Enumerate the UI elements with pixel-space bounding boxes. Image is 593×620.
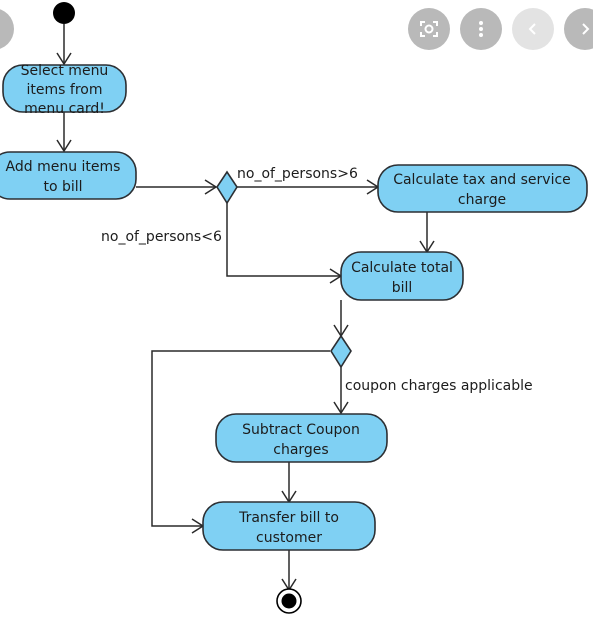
action-add-menu-items: Add menu items to bill <box>0 151 137 200</box>
more-options-button[interactable] <box>460 8 502 50</box>
chevron-left-icon <box>528 23 536 35</box>
chevron-right-icon <box>582 23 590 35</box>
node-line: Calculate total <box>351 260 453 276</box>
node-line: Select menu <box>21 63 109 79</box>
guard-coupon: coupon charges applicable <box>345 378 533 394</box>
action-calculate-total: Calculate total bill <box>340 251 464 301</box>
action-calculate-tax: Calculate tax and service charge <box>377 164 588 213</box>
next-button[interactable] <box>564 8 593 50</box>
action-select-menu-items: Select menu items from menu card! <box>2 63 127 117</box>
final-node <box>276 588 302 614</box>
side-button[interactable] <box>0 8 14 50</box>
action-subtract-coupon: Subtract Coupon charges <box>215 413 388 463</box>
node-line: charges <box>273 442 328 458</box>
decision-coupon <box>330 334 352 369</box>
action-transfer-bill: Transfer bill to customer <box>202 501 376 551</box>
node-line: bill <box>392 280 413 296</box>
lens-icon <box>420 21 438 37</box>
node-line: customer <box>256 530 322 546</box>
node-line: Transfer bill to <box>238 510 339 526</box>
node-line: Add menu items <box>6 159 121 175</box>
node-line: Subtract Coupon <box>242 422 360 438</box>
node-line: to bill <box>43 179 82 195</box>
guard-persons-less: no_of_persons<6 <box>101 229 222 245</box>
guard-persons-more: no_of_persons>6 <box>237 166 358 182</box>
more-vertical-icon <box>479 21 483 37</box>
decision-persons <box>216 170 238 205</box>
node-line: menu card! <box>24 101 105 117</box>
lens-button[interactable] <box>408 8 450 50</box>
node-line: items from <box>27 82 103 98</box>
initial-node <box>53 2 75 24</box>
node-line: Calculate tax and service <box>393 172 571 188</box>
previous-button[interactable] <box>512 8 554 50</box>
node-line: charge <box>458 192 506 208</box>
